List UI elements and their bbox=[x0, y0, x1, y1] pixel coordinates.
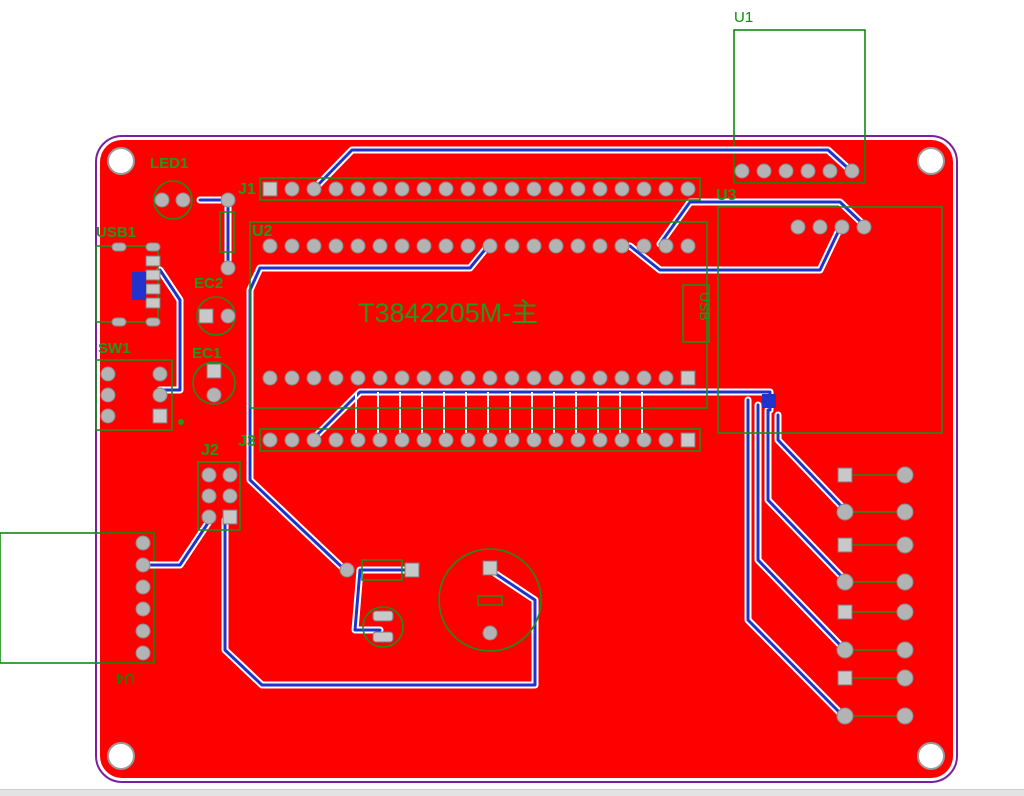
board-outline bbox=[95, 135, 958, 783]
mounting-hole-icon bbox=[107, 147, 135, 175]
u4-label: U4 bbox=[116, 670, 135, 687]
mounting-hole-icon bbox=[107, 742, 135, 770]
u1-footprint bbox=[733, 29, 866, 184]
usb1-label: USB1 bbox=[96, 224, 136, 241]
button-array bbox=[836, 466, 914, 725]
u3-module: U3 bbox=[716, 163, 943, 434]
u2-label: U2 bbox=[252, 223, 273, 240]
u2-module: U2 T3842205M-主 USB bbox=[249, 221, 713, 409]
j3-label: J3 bbox=[238, 433, 256, 450]
j2-label: J2 bbox=[201, 442, 219, 459]
led1-component: LED1 bbox=[150, 155, 236, 276]
j3-header: J3 bbox=[238, 428, 701, 452]
ec2-component: EC2 bbox=[194, 275, 236, 336]
mounting-hole-icon bbox=[917, 147, 945, 175]
j2-header: J2 bbox=[197, 442, 241, 531]
ec1-component: EC1 bbox=[192, 345, 236, 405]
u4-pins bbox=[135, 535, 151, 661]
ec2-label: EC2 bbox=[194, 275, 223, 292]
u4-footprint bbox=[0, 532, 155, 664]
j1-header: J1 bbox=[238, 177, 701, 201]
u3-label: U3 bbox=[716, 187, 737, 204]
buzzer-component bbox=[438, 548, 542, 652]
led1-label: LED1 bbox=[150, 155, 188, 172]
status-bar bbox=[0, 789, 1024, 796]
u1-label: U1 bbox=[734, 9, 753, 26]
board-title: T3842205M-主 bbox=[358, 298, 538, 328]
sw1-component: SW1 bbox=[95, 340, 184, 431]
copper-pour bbox=[100, 140, 953, 778]
traces bbox=[139, 146, 868, 722]
usb-label: USB bbox=[697, 292, 713, 321]
ec1-label: EC1 bbox=[192, 345, 221, 362]
usb1-component: USB1 bbox=[95, 224, 161, 327]
mounting-hole-icon bbox=[917, 742, 945, 770]
j1-label: J1 bbox=[238, 181, 256, 198]
passive-components bbox=[339, 559, 420, 648]
sw1-label: SW1 bbox=[98, 340, 131, 357]
